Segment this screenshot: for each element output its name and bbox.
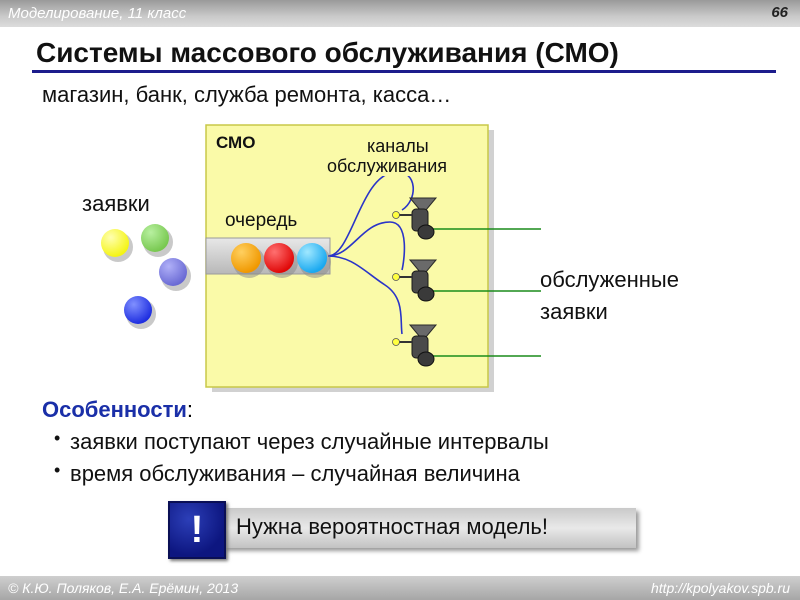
served-requests-label: обслуженные заявки bbox=[540, 267, 679, 324]
exclamation-icon: ! bbox=[168, 501, 226, 559]
slide-title: Системы массового обслуживания (СМО) bbox=[36, 37, 619, 68]
title-underline bbox=[32, 70, 776, 73]
incoming-request-violet bbox=[159, 258, 187, 286]
queued-request-red bbox=[264, 243, 294, 273]
incoming-request-blue bbox=[124, 296, 152, 324]
features-heading: Особенности: bbox=[42, 397, 193, 422]
service-channel-icon-2 bbox=[392, 259, 438, 302]
queue-label: очередь bbox=[225, 210, 298, 231]
incoming-request-green bbox=[141, 224, 169, 252]
footer-url: http://kpolyakov.spb.ru bbox=[650, 580, 790, 596]
service-channel-icon-3 bbox=[392, 324, 438, 367]
queued-request-cyan bbox=[297, 243, 327, 273]
channel-wire-3 bbox=[327, 255, 403, 335]
examples-text: магазин, банк, служба ремонта, касса… bbox=[42, 82, 452, 107]
page-number: 66 bbox=[771, 4, 788, 21]
channel-wire-2 bbox=[327, 221, 406, 271]
callout-text: Нужна вероятностная модель! bbox=[236, 514, 548, 539]
service-channel-icon-1 bbox=[392, 197, 438, 240]
feature-item: заявки поступают через случайные интерва… bbox=[54, 428, 549, 455]
queued-request-orange bbox=[231, 243, 261, 273]
footer-bar: © К.Ю. Поляков, Е.А. Ерёмин, 2013 http:/… bbox=[0, 576, 800, 600]
header-bar: Моделирование, 11 класс 66 bbox=[0, 0, 800, 27]
feature-item: время обслуживания – случайная величина bbox=[54, 460, 520, 487]
incoming-request-yellow bbox=[101, 229, 129, 257]
requests-label: заявки bbox=[82, 191, 150, 216]
channels-label: каналы обслуживания bbox=[327, 136, 448, 176]
course-subject: Моделирование, 11 класс bbox=[8, 5, 187, 22]
smo-box-label: СМО bbox=[216, 133, 256, 152]
callout-bar bbox=[170, 508, 636, 548]
footer-credit: © К.Ю. Поляков, Е.А. Ерёмин, 2013 bbox=[8, 580, 239, 596]
